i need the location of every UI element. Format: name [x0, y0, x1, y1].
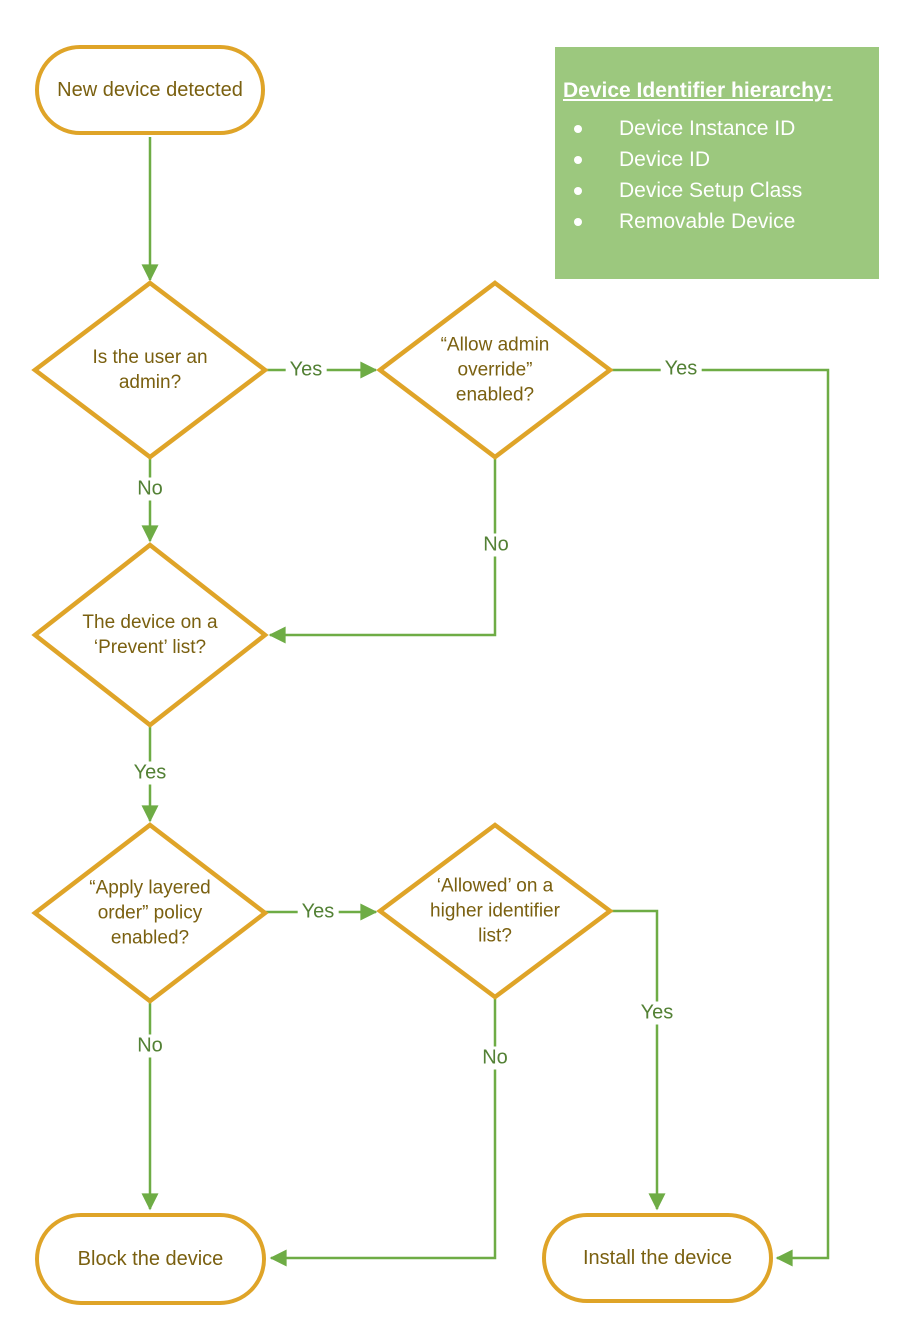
edge-allowed-no-to-block [269, 997, 497, 1267]
diamond-allowed-check [376, 822, 614, 1000]
bullet-icon [574, 124, 582, 133]
node-block-the-device-label: Block the device [77, 1247, 224, 1270]
node-allowed-check-label: ‘Allowed’ on a higher identifier list? [430, 875, 560, 947]
node-block-the-device: Block the device [35, 1213, 266, 1305]
node-install-the-device: Install the device [542, 1213, 773, 1303]
diamond-prevent-check [31, 542, 269, 728]
edge-allowed-yes-to-install [610, 909, 666, 1211]
diamond-admin-check [31, 280, 269, 460]
bullet-icon [574, 186, 582, 195]
node-new-device-detected: New device detected [35, 45, 265, 135]
edge-override-yes-to-install [610, 368, 830, 1267]
list-item-label: Removable Device [619, 209, 796, 233]
edge-label-admin-yes: Yes [285, 358, 327, 382]
node-new-device-detected-label: New device detected [57, 78, 243, 101]
edge-override-no-to-prevent [268, 457, 497, 644]
list-item: Device Instance ID [563, 113, 871, 144]
node-layered-check-label: “Apply layered order” policy enabled? [89, 877, 211, 949]
edge-label-admin-no: No [133, 477, 167, 501]
list-item: Removable Device [563, 206, 871, 237]
edge-label-allowed-no: No [478, 1046, 512, 1070]
bullet-icon [574, 155, 582, 164]
list-item: Device ID [563, 144, 871, 175]
list-item-label: Device Instance ID [619, 116, 796, 140]
node-override-check-label: “Allow admin override” enabled? [440, 334, 550, 406]
diamond-override-check [376, 280, 614, 460]
bullet-icon [574, 217, 582, 226]
device-identifier-hierarchy-title: Device Identifier hierarchy: [563, 79, 833, 102]
edge-label-override-no: No [479, 533, 513, 557]
list-item-label: Device ID [619, 147, 711, 171]
edge-label-override-yes: Yes [660, 357, 702, 381]
edge-label-prevent-yes: Yes [129, 761, 171, 785]
edge-label-layered-yes: Yes [297, 900, 339, 924]
edge-label-layered-no: No [133, 1034, 167, 1058]
node-prevent-check-label: The device on a ‘Prevent’ list? [82, 611, 218, 658]
list-item-label: Device Setup Class [619, 178, 803, 202]
list-item: Device Setup Class [563, 175, 871, 206]
device-identifier-hierarchy-box: Device Identifier hierarchy: Device Inst… [555, 47, 879, 279]
node-admin-check-label: Is the user an admin? [92, 346, 208, 393]
node-install-the-device-label: Install the device [583, 1246, 732, 1269]
diamond-layered-check [31, 822, 269, 1004]
edge-label-allowed-yes: Yes [636, 1001, 678, 1025]
